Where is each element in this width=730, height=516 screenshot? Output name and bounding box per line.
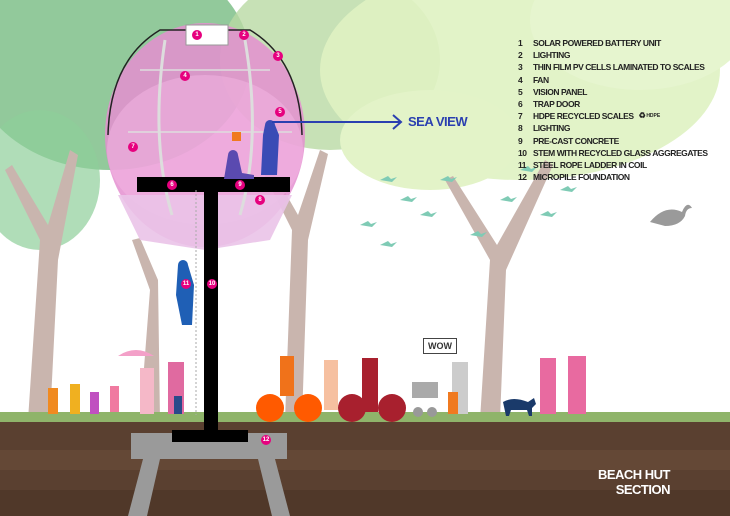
marker-5: 5 bbox=[275, 107, 285, 117]
svg-text:11: 11 bbox=[183, 281, 190, 287]
sitting-person bbox=[224, 150, 254, 179]
recycle-icon: ♻HDPE bbox=[638, 111, 661, 121]
svg-text:9: 9 bbox=[238, 182, 242, 188]
marker-6: 6 bbox=[167, 180, 177, 190]
micropile-foundation bbox=[128, 433, 290, 516]
marker-10: 10 bbox=[207, 279, 217, 289]
svg-text:1: 1 bbox=[195, 32, 199, 38]
grass bbox=[0, 412, 730, 422]
svg-text:7: 7 bbox=[131, 144, 135, 150]
climbing-person bbox=[176, 260, 194, 325]
marker-4: 4 bbox=[180, 71, 190, 81]
marker-9: 9 bbox=[235, 180, 245, 190]
sea-view-label: SEA VIEW bbox=[408, 114, 468, 129]
marker-11: 11 bbox=[181, 279, 191, 289]
ground-people bbox=[48, 350, 586, 422]
svg-text:5: 5 bbox=[278, 109, 282, 115]
svg-text:6: 6 bbox=[170, 182, 174, 188]
heron-silhouette bbox=[650, 204, 692, 226]
marker-1: 1 bbox=[192, 30, 202, 40]
svg-text:10: 10 bbox=[209, 281, 216, 287]
svg-text:12: 12 bbox=[263, 437, 270, 443]
svg-text:4: 4 bbox=[183, 73, 187, 79]
marker-12: 12 bbox=[261, 435, 271, 445]
marker-2: 2 bbox=[239, 30, 249, 40]
drawing-title: BEACH HUT SECTION bbox=[597, 467, 671, 497]
svg-text:3: 3 bbox=[276, 53, 280, 59]
marker-3: 3 bbox=[273, 51, 283, 61]
callout-markers: 1 2 3 4 5 6 7 8 9 10 11 12 bbox=[128, 30, 285, 445]
sea-view-arrow bbox=[272, 114, 403, 130]
svg-text:2: 2 bbox=[242, 32, 246, 38]
svg-text:8: 8 bbox=[258, 197, 262, 203]
marker-7: 7 bbox=[128, 142, 138, 152]
smile-icon bbox=[232, 132, 241, 141]
marker-8: 8 bbox=[255, 195, 265, 205]
birds bbox=[360, 166, 577, 247]
standing-person bbox=[261, 120, 279, 175]
speech-bubble: WOW bbox=[423, 338, 457, 354]
